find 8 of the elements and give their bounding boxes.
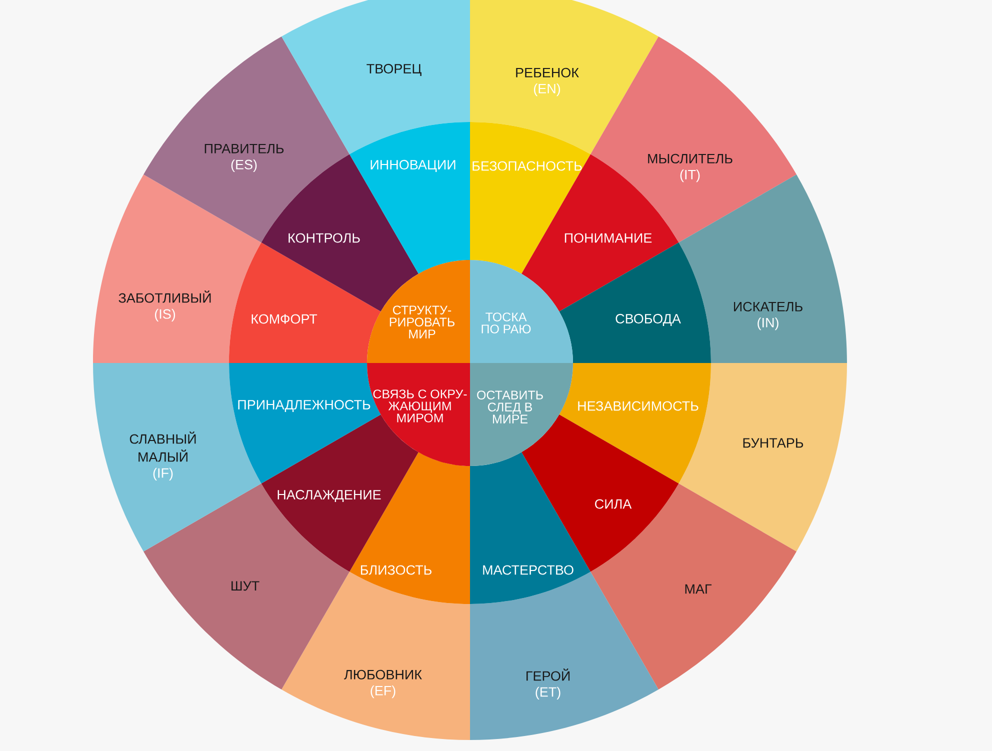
- ring-segment: НЕЗАВИСИМОСТЬ: [559, 362, 711, 484]
- ring-segment: ТОСКА ПО РАЮ: [470, 260, 573, 363]
- ring-segment: ОСТАВИТЬ СЛЕД В МИРЕ: [470, 362, 573, 466]
- ring-segment: МАСТЕРСТВО: [470, 452, 590, 604]
- ring-segment: РЕБЕНОК (EN): [470, 0, 658, 154]
- ring-segment: СВОБОДА: [559, 242, 711, 363]
- ring-segment: КОМФОРТ: [229, 242, 381, 363]
- ring-segment: СТРУКТУ-РИРОВАТЬ МИР: [367, 260, 470, 363]
